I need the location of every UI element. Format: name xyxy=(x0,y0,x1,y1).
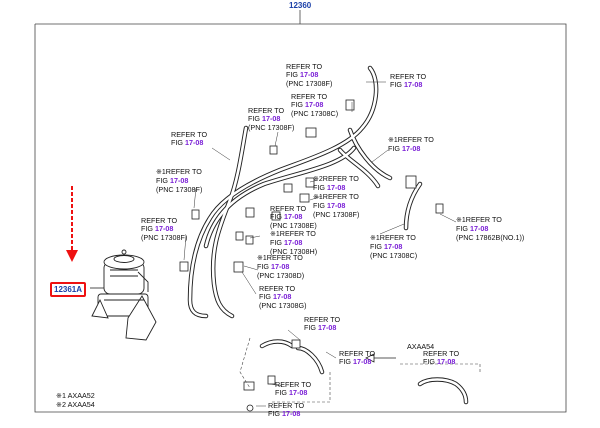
refer-label[interactable]: REFER TO FIG 17-08 xyxy=(275,380,312,398)
refer-label[interactable]: REFER TO FIG 17-08 xyxy=(268,401,305,419)
refer-label[interactable]: REFER TO FIG 17-08 xyxy=(339,349,376,367)
axaa54-arrow xyxy=(365,353,396,363)
refer-label[interactable]: ※1REFER TO FIG 17-08 (PNC 17308C) xyxy=(370,233,418,260)
axaa54-label: AXAA54 xyxy=(407,342,435,351)
refer-label[interactable]: REFER TO FIG 17-08 xyxy=(304,315,341,333)
footnote: ※2 AXAA54 xyxy=(56,400,95,409)
refer-label[interactable]: ※1REFER TO FIG 17-08 (PNC 17308F) xyxy=(313,192,360,219)
refer-label[interactable]: REFER TO FIG 17-08 xyxy=(423,349,460,367)
reservoir-tank xyxy=(91,249,157,341)
refer-label[interactable]: REFER TO FIG 17-08 (PNC 17308F) xyxy=(248,106,295,132)
main-part-number[interactable]: 12360 xyxy=(289,1,312,10)
refer-label[interactable]: ※2REFER TO FIG 17-08 xyxy=(313,174,359,193)
refer-label[interactable]: REFER TO FIG 17-08 xyxy=(390,72,427,90)
refer-label[interactable]: REFER TO FIG 17-08 (PNC 17308F) xyxy=(141,216,188,242)
fittings xyxy=(179,99,444,412)
refer-label[interactable]: ※1REFER TO FIG 17-08 (PNC 17308D) xyxy=(257,253,305,280)
refer-label[interactable]: REFER TO FIG 17-08 (PNC 17308C) xyxy=(291,92,339,118)
diagram-frame xyxy=(34,23,567,413)
refer-label[interactable]: REFER TO FIG 17-08 (PNC 17308F) xyxy=(286,62,333,88)
refer-label[interactable]: REFER TO FIG 17-08 (PNC 17308E) xyxy=(270,204,317,230)
refer-label[interactable]: ※1REFER TO FIG 17-08 xyxy=(388,135,434,154)
leader-lines xyxy=(183,81,457,407)
highlight-arrow xyxy=(66,186,78,262)
refer-label[interactable]: ※1REFER TO FIG 17-08 (PNC 17862B(NO.1)) xyxy=(456,215,525,242)
dashed-brackets xyxy=(239,337,481,403)
footnote: ※1 AXAA52 xyxy=(56,391,95,400)
footnotes: ※1 AXAA52 ※2 AXAA54 xyxy=(56,391,95,409)
highlighted-part-number[interactable]: 12361A xyxy=(50,282,87,297)
refer-label[interactable]: REFER TO FIG 17-08 (PNC 17308G) xyxy=(259,284,307,310)
hose-inner xyxy=(188,66,468,404)
refer-label[interactable]: ※1REFER TO FIG 17-08 (PNC 17308F) xyxy=(156,167,203,194)
refer-label[interactable]: ※1REFER TO FIG 17-08 (PNC 17308H) xyxy=(270,229,318,256)
refer-label[interactable]: REFER TO FIG 17-08 xyxy=(171,130,208,148)
